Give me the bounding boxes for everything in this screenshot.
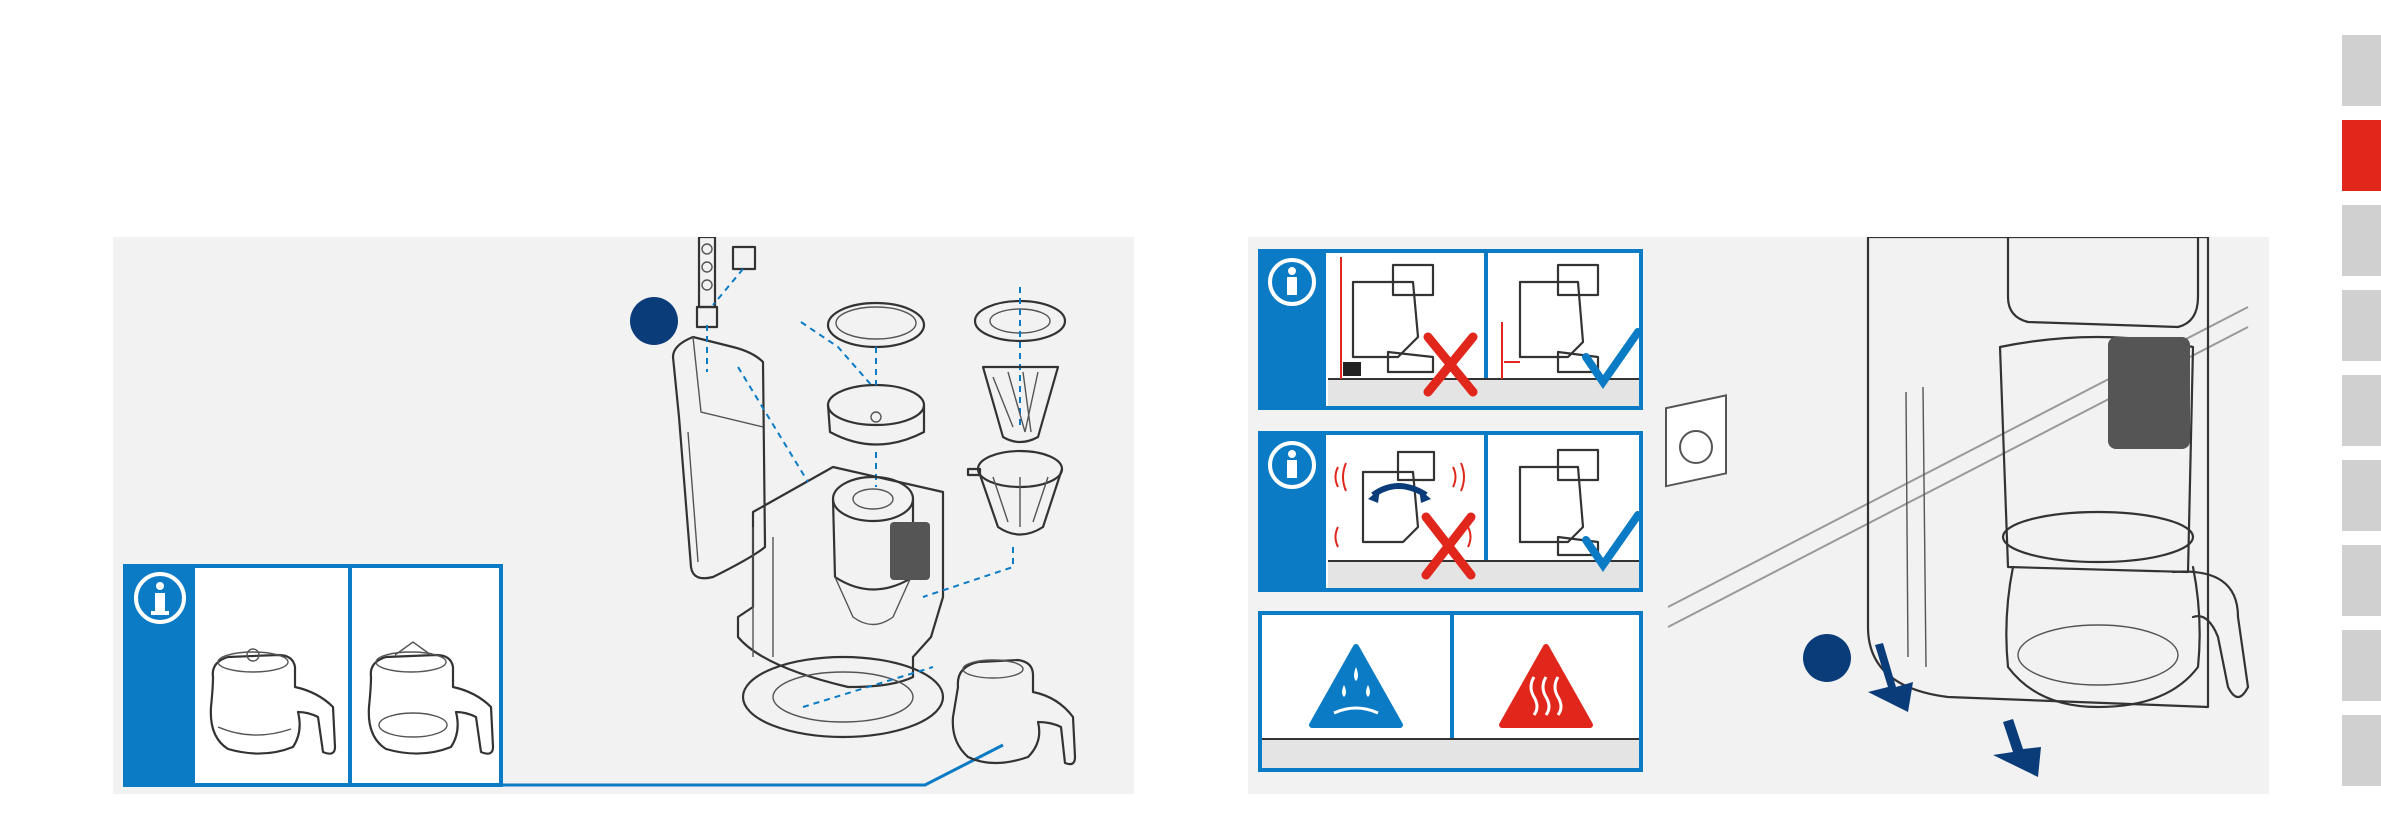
warning-row <box>1260 613 1641 770</box>
step-marker <box>1803 634 1851 682</box>
info-icon <box>1270 260 1314 304</box>
info-icon <box>136 574 184 622</box>
water-tank <box>673 325 765 578</box>
step-marker <box>630 297 678 345</box>
vibration-info-row <box>1260 433 1641 590</box>
wall-distance-info-row <box>1260 251 1641 408</box>
bean-container <box>828 347 924 487</box>
section-tab[interactable] <box>2342 630 2381 701</box>
assembly-illustration-panel <box>113 237 1134 794</box>
section-tab[interactable] <box>2342 460 2381 531</box>
section-tab[interactable] <box>2342 35 2381 106</box>
section-tab[interactable] <box>2342 715 2381 786</box>
section-tab[interactable] <box>2342 545 2381 616</box>
assembly-illustration <box>113 237 1134 794</box>
section-tab[interactable] <box>2342 375 2381 446</box>
filter-holder-lid <box>975 287 1065 427</box>
water-filter <box>697 237 755 327</box>
carafe <box>953 660 1075 764</box>
placement-arrows <box>1868 643 2041 777</box>
placement-illustration-panel <box>1248 237 2269 794</box>
appliance-closeup <box>1868 237 2248 707</box>
section-tab-active[interactable] <box>2342 120 2381 191</box>
section-tab[interactable] <box>2342 290 2381 361</box>
placement-illustration <box>1248 237 2269 794</box>
info-icon <box>1270 443 1314 487</box>
grinder-lid <box>828 303 924 347</box>
section-tab[interactable] <box>2342 205 2381 276</box>
carafe-info-box <box>125 566 501 785</box>
filter-holder <box>968 451 1062 535</box>
